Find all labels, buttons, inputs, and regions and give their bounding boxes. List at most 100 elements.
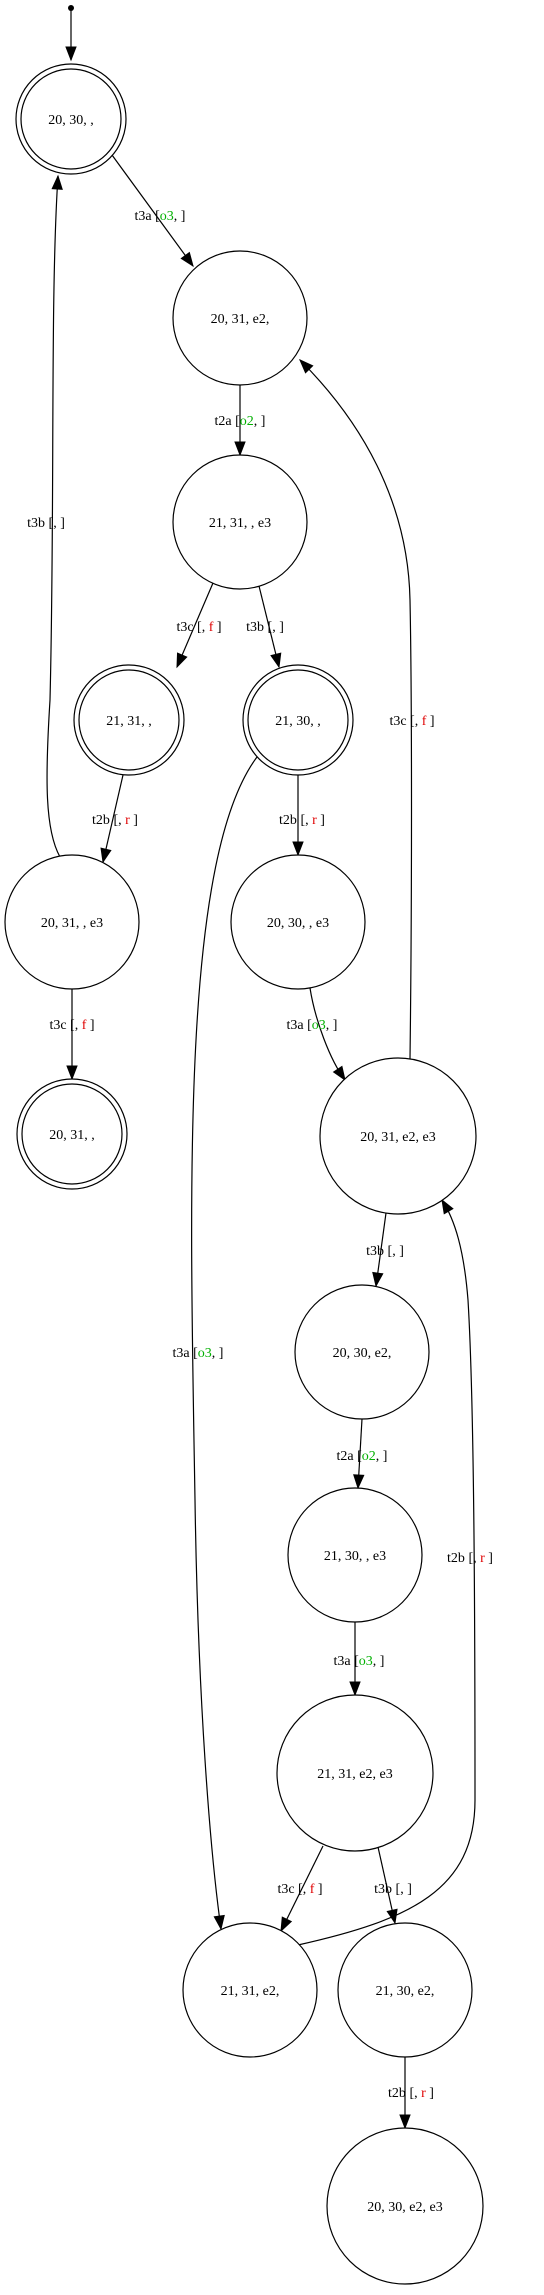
edge-arrowhead: [372, 1271, 384, 1288]
edge-line: [258, 585, 280, 668]
edges-layer: [46, 5, 476, 2130]
nodes-layer: 20, 30, , 20, 31, e2, 21, 31, , e3 21, 31, …: [4, 63, 484, 2285]
edge-output-green: o3: [160, 209, 174, 224]
state-node: 21, 30, e2,: [337, 1922, 473, 2058]
edge-arrowhead: [213, 1914, 225, 1931]
edge-bracket-open: [: [304, 1018, 313, 1033]
edge-separator: ,: [373, 1654, 380, 1669]
state-node: 20, 31, , e3: [4, 854, 140, 990]
edge-t3b-n9-n10: [372, 1212, 387, 1288]
edge-separator: ,: [272, 620, 279, 635]
edge-event: t3b: [374, 1882, 392, 1897]
edge-event: t3a: [287, 1018, 305, 1033]
edge-arrowhead: [299, 359, 314, 374]
state-circle: [337, 1922, 473, 2058]
state-label: 20, 31, e2,: [211, 312, 270, 327]
edge-separator: ,: [303, 1882, 310, 1897]
edge-event: t3b: [366, 1244, 384, 1259]
state-label: 21, 31, e2,: [221, 1984, 280, 1999]
state-label: 20, 31, , e3: [41, 916, 103, 931]
state-circle: [230, 854, 366, 990]
edge-event: t2a: [215, 414, 233, 429]
edge-event: t2b: [92, 813, 110, 828]
edge-line: [280, 1845, 324, 1932]
edge-t3a-n5-n13: [191, 756, 258, 1931]
edge-t3c-n9-n2: [299, 359, 413, 1060]
edge-t3b-n6-n1: [46, 174, 63, 858]
edge-bracket-close: ]: [213, 620, 221, 635]
edge-output-red: f: [310, 1882, 315, 1897]
edge-t2b-n14-n15: [399, 2057, 411, 2130]
edge-output-red: f: [82, 1018, 87, 1033]
edge-line: [309, 987, 346, 1081]
edge-bracket-close: ]: [261, 414, 266, 429]
state-circle: [326, 2127, 484, 2285]
edge-label: t3a [o3, ]: [287, 1018, 338, 1033]
state-circle: [172, 250, 308, 386]
edge-bracket-close: ]: [426, 2086, 434, 2101]
state-node: 21, 31, , e3: [172, 454, 308, 590]
edge-label: t2a [o2, ]: [337, 1449, 388, 1464]
edge-bracket-open: [: [264, 620, 273, 635]
edge-label: t3c [, f ]: [277, 1882, 322, 1897]
state-circle: [319, 1057, 477, 1215]
edge-bracket-close: ]: [86, 1018, 94, 1033]
state-circle: [182, 1922, 318, 2058]
initial-arrowhead: [65, 46, 77, 62]
edge-event: t3b: [27, 516, 45, 531]
edge-bracket-open: [: [232, 414, 241, 429]
edge-bracket-close: ]: [314, 1882, 322, 1897]
edge-label: t3c [, f ]: [49, 1018, 94, 1033]
state-node-final: 21, 31, ,: [73, 664, 185, 776]
edge-output-green: o3: [198, 1346, 212, 1361]
edge-arrowhead: [66, 1065, 78, 1081]
edge-output-red: r: [125, 813, 130, 828]
edge-bracket-open: [: [406, 2086, 415, 2101]
edge-separator: ,: [118, 813, 125, 828]
final-state-ring: [21, 1083, 123, 1185]
edge-arrowhead: [180, 251, 194, 268]
edge-output-green: o2: [240, 414, 254, 429]
state-label: 21, 31, , e3: [209, 516, 271, 531]
edge-arrowhead: [51, 174, 63, 190]
edge-event: t3c: [277, 1882, 294, 1897]
edge-separator: ,: [376, 1449, 383, 1464]
edge-bracket-open: [: [351, 1654, 360, 1669]
state-label: 20, 30, ,: [48, 113, 94, 128]
edge-event: t2b: [279, 813, 297, 828]
edge-t2b-n4-n6: [100, 774, 124, 864]
edge-label: t3b [, ]: [27, 516, 65, 531]
edge-event: t3b: [246, 620, 264, 635]
state-node: 21, 31, e2,: [182, 1922, 318, 2058]
edge-t2b-n13-n9: [297, 1198, 476, 1946]
final-state-ring: [20, 68, 122, 170]
state-circle: [4, 854, 140, 990]
edge-separator: ,: [473, 1551, 480, 1566]
state-label: 20, 30, , e3: [267, 916, 329, 931]
edge-separator: ,: [326, 1018, 333, 1033]
edge-label: t3b [, ]: [374, 1882, 412, 1897]
edge-t2a-n2-n3: [234, 385, 246, 457]
edge-line: [191, 756, 258, 1930]
state-label: 21, 30, e2,: [376, 1984, 435, 1999]
edge-event: t2b: [447, 1551, 465, 1566]
edge-labels-layer: t3a [o3, ]t2a [o2, ]t3c [, f ]t3b [, ]t2…: [27, 209, 493, 2101]
edge-bracket-open: [: [295, 1882, 304, 1897]
edge-arrowhead: [353, 1474, 365, 1490]
edge-bracket-close: ]: [219, 1346, 224, 1361]
edge-line: [297, 1199, 476, 1946]
edge-arrowhead: [399, 2114, 411, 2130]
edge-bracket-close: ]: [380, 1654, 385, 1669]
edge-label: t2b [, r ]: [92, 813, 138, 828]
edge-line: [299, 359, 413, 1060]
state-node: 20, 31, e2,: [172, 250, 308, 386]
edge-line: [176, 582, 214, 668]
edge-separator: ,: [414, 2086, 421, 2101]
edge-label: t3a [o3, ]: [135, 209, 186, 224]
state-label: 21, 31, ,: [106, 714, 152, 729]
edge-separator: ,: [415, 714, 422, 729]
edge-event: t3a: [334, 1654, 352, 1669]
edge-output-red: r: [480, 1551, 485, 1566]
edge-event: t3a: [173, 1346, 191, 1361]
edge-output-green: o3: [359, 1654, 373, 1669]
